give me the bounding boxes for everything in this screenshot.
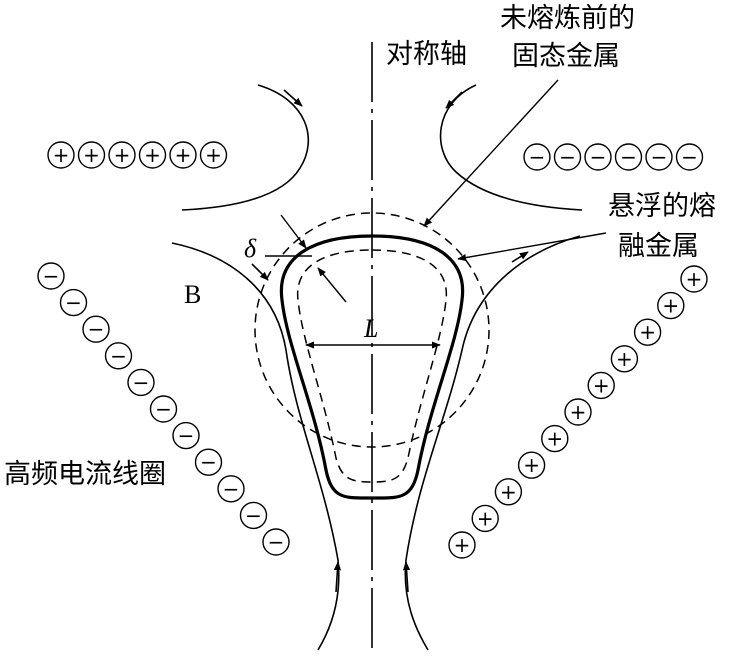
svg-text:−: − [133, 370, 150, 394]
delta-arrow-outer [280, 214, 307, 249]
svg-text:−: − [529, 145, 546, 169]
coil-minus-lower-left: − [217, 475, 245, 503]
coil-label: 高频电流线圈 [4, 459, 166, 490]
coil-plus-lower-right: + [494, 478, 523, 506]
svg-text:+: + [175, 143, 192, 167]
svg-text:−: − [155, 397, 172, 421]
svg-text:−: − [681, 145, 698, 169]
coil-minus-top-right: − [645, 143, 673, 171]
svg-text:+: + [639, 320, 656, 344]
solid-metal-outline [254, 212, 490, 448]
coil-plus-lower-right: + [610, 345, 639, 373]
field-label: B [184, 280, 202, 309]
field-line-lower-right-arrow [511, 251, 529, 263]
coil-minus-top-right: − [614, 143, 643, 171]
solid-metal-pointer [423, 79, 559, 227]
svg-text:+: + [662, 294, 679, 318]
coil-plus-lower-right: + [541, 424, 569, 453]
field-line-lower-left [171, 242, 340, 651]
coil-plus-lower-right: + [564, 398, 592, 426]
svg-text:+: + [686, 267, 703, 291]
svg-text:−: − [110, 344, 127, 368]
width-label: L [364, 314, 379, 343]
svg-text:−: − [559, 145, 576, 169]
molten-metal-label-line2: 融金属 [618, 231, 699, 262]
svg-text:−: − [620, 145, 637, 169]
field-line-lower-left-arrow-b [251, 263, 269, 281]
coil-plus-lower-right: + [680, 265, 708, 293]
svg-text:+: + [205, 143, 222, 167]
field-line-top-right-arrow [445, 91, 463, 109]
svg-text:+: + [144, 143, 161, 167]
coil-minus-lower-left: − [82, 315, 110, 343]
coil-minus-top-right: − [584, 143, 612, 171]
svg-text:+: + [114, 143, 131, 167]
coil-minus-lower-left: − [194, 448, 223, 476]
coil-conductors: ++++++−−−−−−−−−−−−−−−−−+++++++++++ [37, 141, 708, 559]
coil-plus-top-left: + [138, 141, 167, 169]
coil-minus-top-right: − [675, 143, 704, 171]
svg-text:+: + [616, 347, 633, 371]
svg-text:−: − [65, 291, 82, 315]
coil-minus-lower-left: − [104, 342, 133, 370]
coil-plus-lower-right: + [517, 451, 546, 479]
svg-text:+: + [477, 506, 494, 530]
coil-minus-lower-left: − [262, 528, 290, 556]
svg-text:+: + [83, 143, 100, 167]
coil-plus-lower-right: + [633, 318, 662, 346]
field-line-lower-left-arrow-up [333, 561, 342, 593]
skin-depth-label: δ [244, 234, 257, 263]
coil-minus-top-right: − [553, 143, 582, 171]
svg-text:−: − [88, 317, 105, 341]
coil-plus-lower-right: + [657, 291, 685, 320]
svg-text:−: − [651, 145, 668, 169]
field-line-top-left-arrow [283, 89, 303, 107]
coil-minus-lower-left: − [149, 395, 178, 423]
svg-text:−: − [268, 530, 285, 554]
solid-metal-label-line2: 固态金属 [512, 41, 620, 72]
delta-arrow-inner [317, 267, 347, 303]
svg-text:+: + [593, 373, 610, 397]
svg-text:−: − [590, 145, 607, 169]
svg-text:+: + [53, 143, 70, 167]
svg-text:−: − [43, 264, 60, 288]
coil-plus-top-left: + [169, 141, 197, 169]
coil-minus-lower-left: − [172, 421, 200, 450]
svg-text:+: + [570, 400, 587, 424]
coil-plus-lower-right: + [471, 504, 499, 533]
symmetry-axis-label: 对称轴 [386, 39, 467, 70]
solid-metal-label-line1: 未熔炼前的 [500, 3, 635, 34]
coil-plus-lower-right: + [587, 371, 615, 400]
coil-minus-lower-left: − [37, 262, 65, 290]
coil-minus-top-right: − [523, 143, 551, 171]
svg-text:−: − [200, 450, 217, 474]
svg-text:+: + [454, 533, 471, 557]
coil-plus-top-left: + [47, 141, 75, 169]
field-line-top-left [181, 84, 310, 211]
svg-text:+: + [500, 480, 517, 504]
field-line-lower-right-arrow-up [402, 561, 411, 593]
svg-text:−: − [223, 477, 240, 501]
field-line-lower-right [404, 235, 581, 651]
molten-metal-label-line1: 悬浮的熔 [608, 191, 716, 222]
coil-minus-lower-left: − [239, 501, 268, 530]
svg-text:−: − [245, 503, 262, 527]
coil-minus-lower-left: − [127, 368, 155, 397]
coil-plus-top-left: + [199, 141, 228, 169]
svg-text:+: + [523, 453, 540, 477]
coil-plus-top-left: + [108, 141, 136, 169]
molten-metal-pointer [457, 232, 607, 262]
svg-text:+: + [546, 427, 563, 451]
coil-minus-lower-left: − [59, 288, 88, 317]
coil-plus-top-left: + [77, 141, 106, 169]
svg-text:−: − [178, 424, 195, 448]
molten-metal-outline [279, 234, 465, 500]
coil-plus-lower-right: + [448, 531, 476, 559]
